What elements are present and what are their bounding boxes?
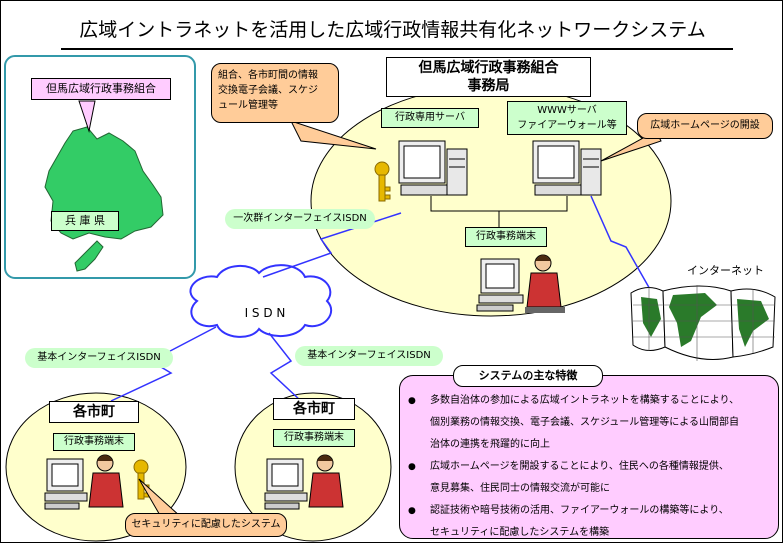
feature-item-2-line1: 広域ホームページを開設することにより、住民への各種情報提供、 <box>430 461 729 472</box>
left-terminal-label: 行政事務端末 <box>53 433 135 451</box>
hq-name-line2: 事務局 <box>467 78 510 94</box>
www-server-icon <box>532 140 602 196</box>
right-terminal-workstation-icon <box>264 454 344 510</box>
admin-server-icon <box>398 140 468 196</box>
features-list: 多数自治体の参加による広域イントラネットを構築することにより、 個別業務の情報交… <box>404 390 772 542</box>
map-callout-pointer <box>78 100 96 133</box>
title-underline <box>61 48 733 50</box>
services-callout-line3: ュール管理等 <box>218 100 278 111</box>
internet-link <box>590 195 652 292</box>
services-callout-line2: 交換電子会議、スケジ <box>218 85 318 96</box>
isdn-link-right <box>268 332 302 402</box>
basic-isdn-label-right: 基本インターフェイスISDN <box>295 346 443 366</box>
right-municipality-name: 各市町 <box>273 398 355 420</box>
www-server-label: WWWサーバ ファイアーウォール等 <box>507 101 627 135</box>
hq-terminal-label: 行政事務端末 <box>465 227 547 247</box>
feature-item-3-line1: 認証技術や暗号技術の活用、ファイアーウォールの構築等により、 <box>430 505 729 516</box>
feature-item-3-line2: セキュリティに配慮したシステムを構築 <box>430 527 610 538</box>
feature-item-1-line1: 多数自治体の参加による広域イントラネットを構築することにより、 <box>430 395 740 406</box>
feature-item: 広域ホームページを開設することにより、住民への各種情報提供、 意見募集、住民同士… <box>404 456 772 500</box>
features-panel: 多数自治体の参加による広域イントラネットを構築することにより、 個別業務の情報交… <box>399 375 779 539</box>
features-heading: システムの主な特徴 <box>453 365 603 387</box>
feature-item-1-line3: 治体の連携を飛躍的に向上 <box>430 439 550 450</box>
feature-item: 認証技術や暗号技術の活用、ファイアーウォールの構築等により、 セキュリティに配慮… <box>404 500 772 542</box>
isdn-cloud <box>189 264 333 338</box>
primary-isdn-label: 一次群インターフェイスISDN <box>225 209 375 229</box>
feature-item-1-line2: 個別業務の情報交換、電子会議、スケジュール管理等による山間部自 <box>430 417 739 428</box>
left-municipality-name: 各市町 <box>49 401 139 423</box>
key-icon <box>133 459 150 500</box>
prefecture-label: 兵 庫 県 <box>51 211 119 231</box>
feature-item-2-line2: 意見募集、住民同士の情報交流が可能に <box>430 483 610 494</box>
security-callout: セキュリティに配慮したシステム <box>125 513 287 537</box>
services-callout-pointer <box>290 120 377 150</box>
hq-terminal-workstation-icon <box>476 254 565 313</box>
hq-name-box: 但馬広域行政事務組合 事務局 <box>386 57 591 97</box>
services-callout: 組合、各市町間の情報 交換電子会議、スケジ ュール管理等 <box>211 63 339 123</box>
right-terminal-label: 行政事務端末 <box>273 429 355 447</box>
isdn-label: I S D N <box>244 306 286 320</box>
services-callout-line1: 組合、各市町間の情報 <box>218 70 318 81</box>
www-server-label-line1: WWWサーバ <box>537 105 597 116</box>
left-terminal-workstation-icon <box>44 454 124 510</box>
homepage-callout: 広域ホームページの開設 <box>637 113 773 139</box>
www-server-label-line2: ファイアーウォール等 <box>517 120 617 131</box>
key-icon <box>374 161 391 202</box>
internet-label: インターネット <box>687 264 764 277</box>
feature-item: 多数自治体の参加による広域イントラネットを構築することにより、 個別業務の情報交… <box>404 390 772 456</box>
hq-name-line1: 但馬広域行政事務組合 <box>418 60 559 76</box>
basic-isdn-label-left: 基本インターフェイスISDN <box>25 348 173 368</box>
awaji-island-shape <box>74 240 104 272</box>
region-label: 但馬広域行政事務組合 <box>31 78 171 100</box>
page-title: 広域イントラネットを活用した広域行政情報共有化ネットワークシステム <box>79 19 706 41</box>
admin-server-label: 行政専用サーバ <box>381 108 479 128</box>
globe-icon <box>630 285 776 361</box>
